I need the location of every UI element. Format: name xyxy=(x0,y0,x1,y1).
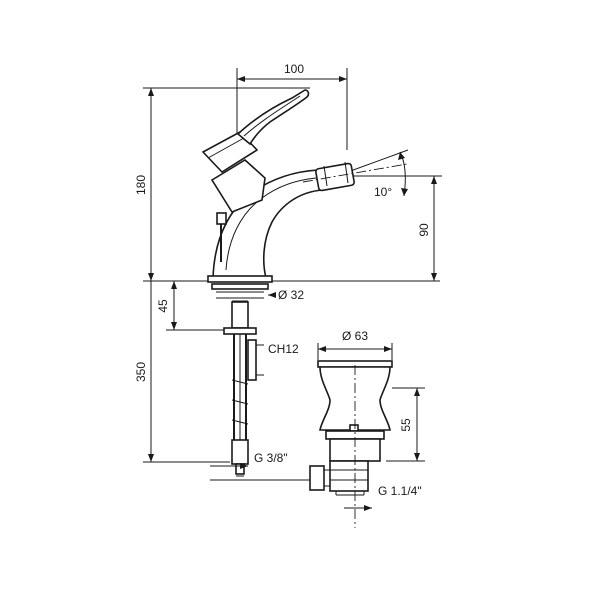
dim-label-d32: Ø 32 xyxy=(278,288,304,302)
dim-label-90: 90 xyxy=(417,223,431,237)
dim-label-180: 180 xyxy=(134,175,148,195)
dim-label-55: 55 xyxy=(399,418,413,432)
faucet-body xyxy=(201,89,408,283)
dimension-shank-length: 350 xyxy=(134,281,230,463)
waste-assembly: Ø 63 G 1.1/4" xyxy=(262,329,422,528)
dim-label-100: 100 xyxy=(284,62,304,76)
dimension-below-deck: 45 xyxy=(156,281,224,331)
dim-label-45: 45 xyxy=(156,299,170,313)
mounting-assembly: Ø 32 CH12 G 3/8" xyxy=(210,283,304,481)
dim-label-10deg: 10° xyxy=(374,185,392,199)
dim-label-ch12: CH12 xyxy=(268,342,299,356)
dim-label-g114: G 1.1/4" xyxy=(378,484,422,498)
dimension-waste-height: 55 xyxy=(386,387,425,462)
dimension-height-total: 180 xyxy=(134,87,310,281)
dim-label-g38: G 3/8" xyxy=(254,451,288,465)
dimension-width-top: 100 xyxy=(236,62,348,150)
dimension-spout-height: 90 xyxy=(350,175,442,281)
dim-label-350: 350 xyxy=(134,362,148,382)
dim-label-d63: Ø 63 xyxy=(342,329,368,343)
dimension-spout-angle: 10° xyxy=(344,149,409,199)
